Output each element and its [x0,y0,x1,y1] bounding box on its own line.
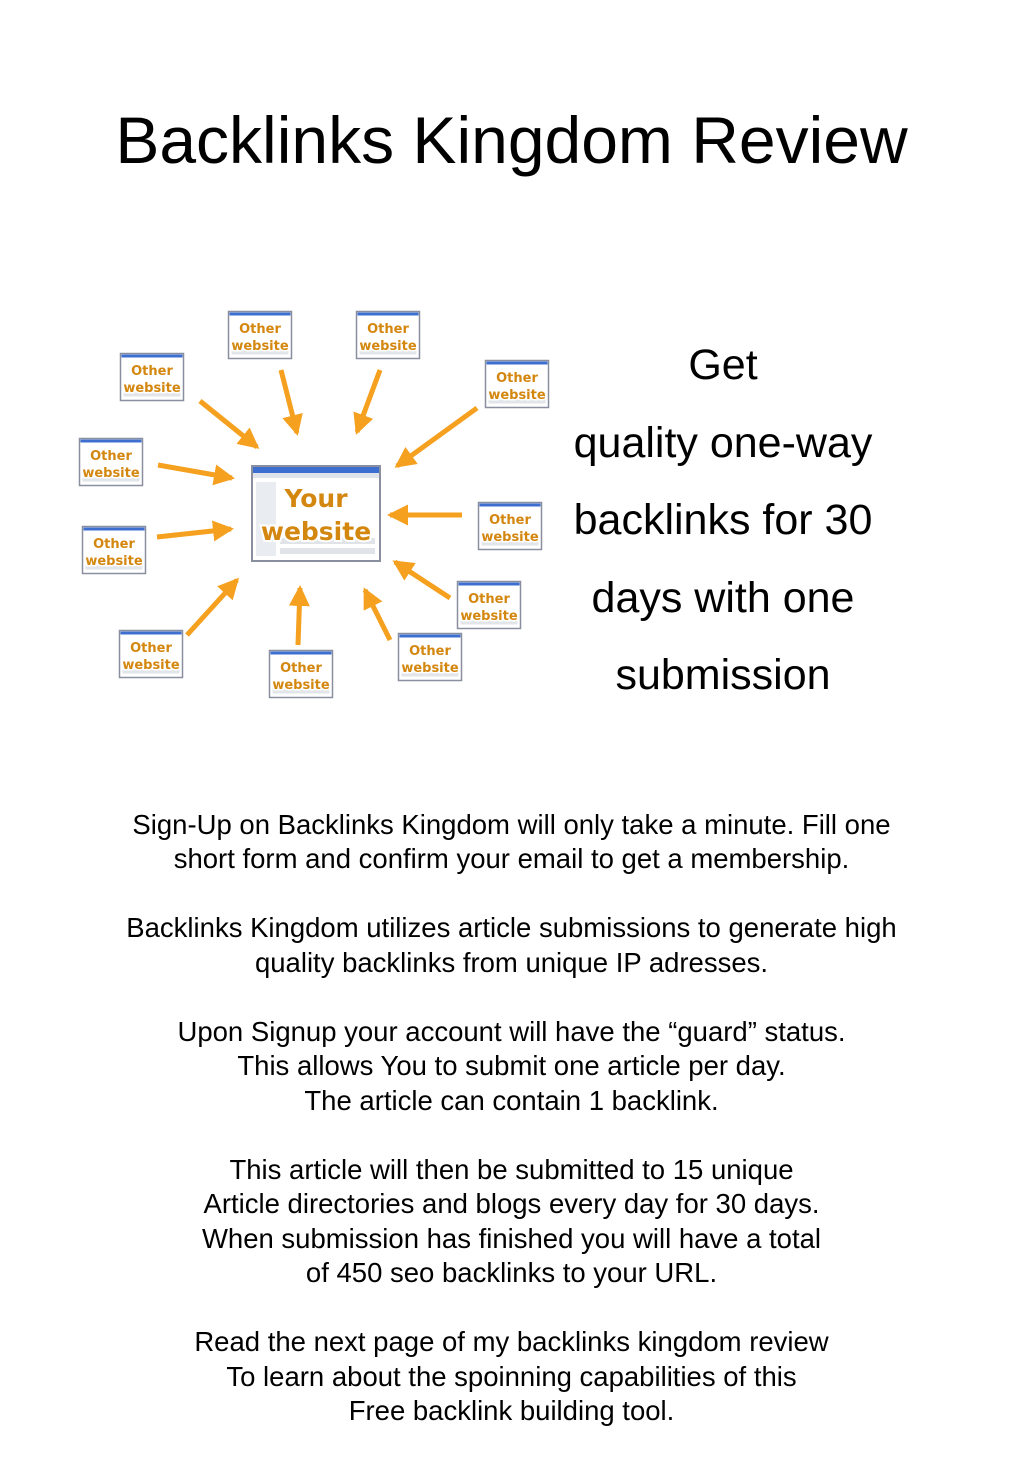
link-arrow [392,559,452,601]
other-website-label-line1: Other [409,644,451,659]
your-website-label-line1: Your [283,484,348,513]
other-website-label-line2: website [481,530,539,545]
other-website-label-line1: Other [130,641,172,656]
other-website-label-line1: Other [468,592,510,607]
other-website-node: Other website [397,632,463,682]
text-line: To learn about the spoinning capabilitie… [226,1360,797,1392]
other-website-label-line1: Other [93,537,135,552]
your-website-label-line2: website [261,517,371,546]
link-arrow [278,369,303,436]
other-website-label-line1: Other [496,371,538,386]
tagline-line: backlinks for 30 [573,496,873,544]
text-line: This allows You to submit one article pe… [237,1050,786,1081]
text-line: When submission has finished you will ha… [201,1222,822,1254]
link-arrow [394,405,479,469]
text-line: Sign-Up on Backlinks Kingdom will only t… [132,808,891,840]
tagline: Get quality one-way backlinks for 30 day… [548,327,898,715]
link-arrow [185,577,240,637]
other-website-label-line1: Other [131,364,173,379]
other-website-node: Other website [227,310,293,360]
review-body: Sign-Up on Backlinks Kingdom will only t… [0,773,1023,1463]
other-website-node: Other website [477,501,543,551]
text-line: of 450 seo backlinks to your URL. [305,1257,718,1288]
other-website-label-line2: website [123,381,181,396]
backlink-diagram: OtherwebsiteOtherwebsiteOtherwebsiteOthe… [78,310,550,699]
other-website-label-line2: website [401,661,459,676]
link-arrow [156,520,234,542]
text-line: Backlinks Kingdom utilizes article submi… [126,912,897,943]
text-line: Article directories and blogs every day … [203,1188,820,1219]
link-arrow [157,462,235,486]
link-arrow [362,587,393,642]
text-line: Upon Signup your account will have the “… [177,1015,846,1047]
other-website-label-line1: Other [90,449,132,464]
other-website-node: Other website [118,629,184,679]
link-arrow [288,585,310,646]
page-title: Backlinks Kingdom Review [115,103,908,177]
other-website-label-line1: Other [489,513,531,528]
text-line: quality backlinks from unique IP adresse… [254,946,769,978]
other-website-label-line2: website [85,554,143,569]
other-website-node: Other website [484,359,550,409]
other-website-label-line1: Other [367,322,409,337]
text-line: Read the next page of my backlinks kingd… [194,1326,829,1357]
other-website-label-line2: website [272,678,330,693]
other-website-label-line1: Other [239,322,281,337]
other-website-label-line2: website [82,466,140,481]
link-arrow [198,399,260,449]
other-website-label-line2: website [460,609,518,624]
text-line: This article will then be submitted to 1… [229,1153,794,1185]
tagline-line: days with one [591,573,855,622]
other-website-label-line2: website [488,388,546,403]
link-arrow [353,369,383,435]
tagline-line: Get [688,341,758,389]
other-website-node: Other website [268,649,334,699]
tagline-line: quality one-way [573,418,873,467]
other-website-node: Other website [456,580,522,630]
other-website-node: Other website [119,352,185,402]
text-line: Free backlink building tool. [348,1395,675,1426]
other-website-label-line1: Other [280,661,322,676]
other-website-node: Other website [355,310,421,360]
text-line: short form and confirm your email to get… [173,843,850,874]
other-website-label-line2: website [231,339,289,354]
your-website-node: Your website [251,465,381,562]
other-website-node: Other website [78,437,144,487]
other-website-node: Other website [81,525,147,575]
other-website-label-line2: website [122,658,180,673]
other-website-label-line2: website [359,339,417,354]
text-line: The article can contain 1 backlink. [304,1084,719,1116]
tagline-line: submission [615,651,831,699]
